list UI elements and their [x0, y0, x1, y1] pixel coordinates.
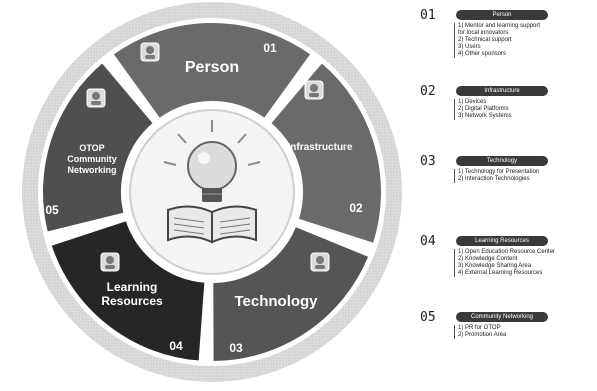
legend-item: 3) Knowledge Sharing Area [458, 263, 532, 269]
legend-item: 1) Devices [458, 99, 487, 105]
legend-heading-pill: Infrastructure [456, 86, 548, 96]
legend-heading-pill: Community Networking [456, 312, 548, 322]
legend-heading-pill: Learning Resources [456, 236, 548, 246]
legend-item: 2) Knowledge Content [458, 256, 518, 262]
segment-03-label: Technology [234, 293, 318, 310]
legend-number: 04 [420, 234, 436, 249]
network-icon [86, 88, 106, 108]
legend-item: 2) Technical support [458, 37, 512, 43]
legend-item: 1) Open Education Resource Center [458, 249, 556, 255]
segment-01-number: 01 [263, 41, 277, 55]
segment-01[interactable]: Person 01 [111, 21, 313, 121]
segment-02[interactable]: Infrastructure 02 [268, 60, 383, 246]
segment-03-number: 03 [229, 341, 243, 355]
lightbulb-book-icon [163, 120, 261, 244]
segment-01-label: Person [185, 59, 239, 76]
legend-number: 01 [420, 8, 436, 23]
legend-item: 2) Interaction Technologies [458, 176, 530, 182]
segment-03[interactable]: Technology 03 [211, 224, 371, 364]
segment-05-number: 05 [45, 203, 59, 217]
legend-item: 3) Network Systems [458, 113, 512, 119]
document-search-icon [100, 252, 120, 272]
legend-heading-pill: Technology [456, 156, 548, 166]
legend-item: 2) Promotion Area [458, 332, 507, 338]
globe-icon [304, 80, 324, 100]
legend-item: for local innovators [458, 30, 509, 36]
person-icon [140, 42, 160, 62]
legend-item: 1) PR for OTOP [458, 325, 501, 331]
legend-item: 1) Mentor and learning support [458, 23, 541, 29]
segment-04-number: 04 [169, 339, 183, 353]
center-hub [129, 109, 295, 275]
legend-item: 2) Digital Platforms [458, 106, 509, 112]
legend-item: 4) External Learning Resources [458, 270, 543, 276]
segment-02-label: Infrastructure [287, 142, 352, 153]
legend-item: 1) Technology for Presentation [458, 169, 540, 175]
segment-02-number: 02 [349, 201, 363, 215]
legend-number: 02 [420, 84, 436, 99]
legend-number: 05 [420, 310, 436, 325]
legend-item: 4) Other sponsors [458, 51, 507, 57]
legend-heading-pill: Person [456, 10, 548, 20]
legend-item: 3) Users [458, 44, 481, 50]
legend-number: 03 [420, 154, 436, 169]
monitor-icon [310, 252, 330, 272]
